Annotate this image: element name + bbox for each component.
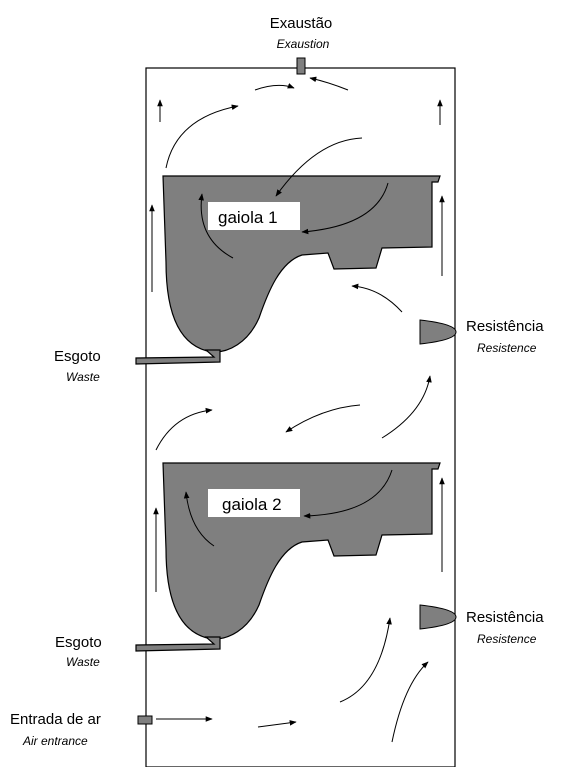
cage-2-label-box: [208, 489, 300, 517]
airflow-arrow: [303, 469, 393, 519]
exhaust-vent: [296, 57, 306, 75]
airflow-arrow: [381, 375, 432, 439]
waste-1-sublabel: Waste: [66, 370, 100, 384]
airflow-arrow: [351, 283, 403, 313]
exhaust-label: Exaustão: [270, 15, 333, 32]
heater-1-label: Resistência: [466, 318, 544, 335]
airflow-arrow: [198, 193, 234, 259]
waste-1-label: Esgoto: [54, 348, 101, 365]
air-entrance-sublabel: Air entrance: [22, 734, 88, 748]
airflow-arrow: [285, 404, 361, 433]
cage-2-drain: [135, 636, 221, 652]
heater-1: [419, 319, 457, 345]
airflow-arrows: [149, 76, 445, 743]
airflow-arrow: [165, 104, 239, 169]
cage-1-drain: [135, 349, 221, 365]
airflow-arrow: [339, 617, 392, 703]
exhaust-sublabel: Exaustion: [277, 37, 330, 51]
cage-1-label-box: [208, 202, 300, 230]
heater-1-sublabel: Resistence: [477, 341, 537, 355]
airflow-arrow: [254, 83, 295, 91]
cage-1-label: gaiola 1: [218, 208, 278, 227]
air-entrance-label: Entrada de ar: [10, 711, 101, 728]
cage-2-tank: [162, 462, 441, 640]
air-inlet: [137, 715, 153, 725]
airflow-arrow: [155, 407, 213, 451]
airflow-arrow: [275, 137, 363, 197]
waste-2-sublabel: Waste: [66, 655, 100, 669]
airflow-arrow: [183, 491, 215, 547]
heater-2-label: Resistência: [466, 609, 544, 626]
waste-2-label: Esgoto: [55, 634, 102, 651]
airflow-arrow: [301, 182, 389, 235]
airflow-arrow: [391, 661, 429, 743]
airflow-arrow: [257, 720, 297, 728]
heater-2: [419, 604, 457, 630]
cage-1-tank: [162, 175, 441, 353]
cage-2-label: gaiola 2: [222, 495, 282, 514]
heater-2-sublabel: Resistence: [477, 632, 537, 646]
airflow-arrow: [309, 76, 349, 91]
